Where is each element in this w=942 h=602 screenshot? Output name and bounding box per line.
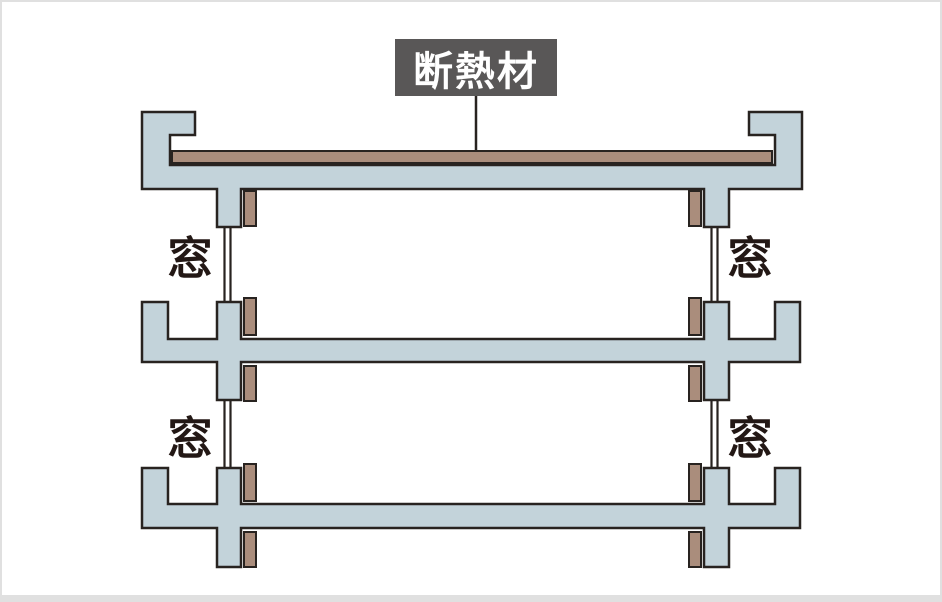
insulation-label: 断熱材 [395,39,557,96]
upper-right-window-glazing [710,224,719,304]
bottom-lower-right-insulation [688,531,702,568]
middle-upper-left-insulation [243,297,257,336]
bottom-upper-right-insulation [688,463,702,502]
upper-left-window-glazing [223,224,232,304]
roof-left-mullion-insulation [243,190,257,227]
insulation-label-text: 断熱材 [413,49,539,94]
lower-left-window-glazing [223,398,232,470]
middle-lower-right-insulation [688,365,702,402]
window-label-upper-left: 窓 [167,233,213,284]
window-label-upper-right: 窓 [727,233,773,284]
middle-upper-right-insulation [688,297,702,336]
roof-insulation-strip [171,150,773,164]
bottom-lower-left-insulation [243,531,257,568]
roof-slab-structure [140,110,804,229]
middle-floor-structure [140,300,802,402]
roof-right-mullion-insulation [688,190,702,227]
lower-right-window-glazing [710,398,719,470]
window-label-lower-left: 窓 [167,413,213,464]
image-bottom-border [2,595,940,600]
bottom-upper-left-insulation [243,463,257,502]
middle-lower-left-insulation [243,365,257,402]
bottom-floor-structure [140,466,802,569]
window-label-lower-right: 窓 [727,413,773,464]
